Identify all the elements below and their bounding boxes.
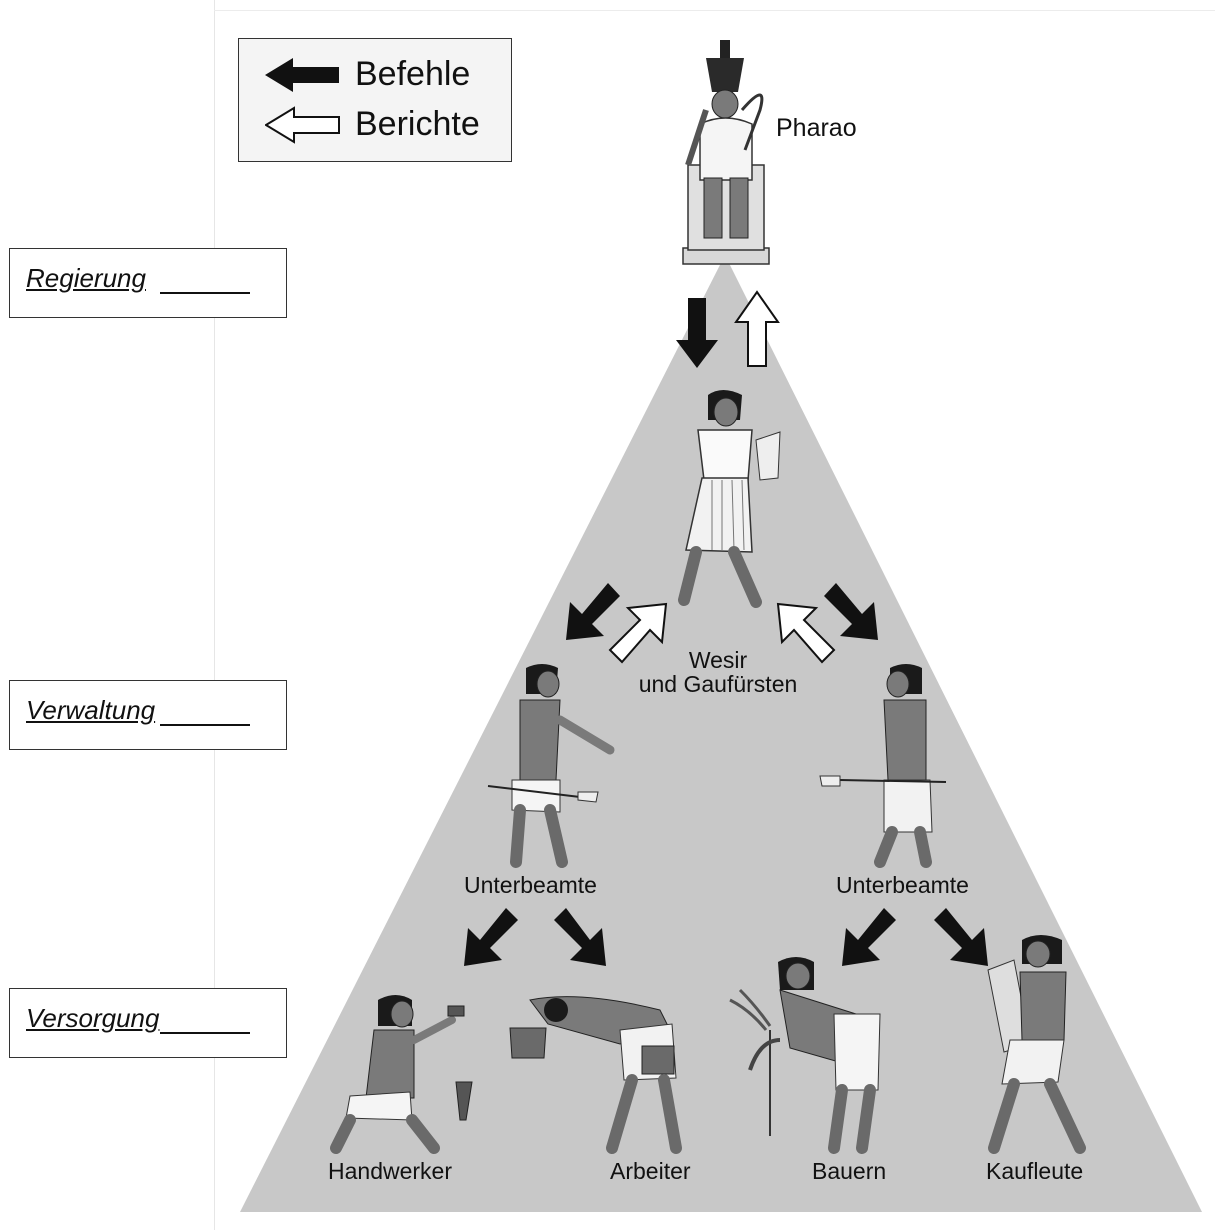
- legend-reports-label: Berichte: [355, 105, 480, 143]
- answer-line: [160, 724, 250, 726]
- arbeiter-figure: [509, 996, 682, 1154]
- answer-line: [160, 292, 250, 294]
- handwerker-figure: [330, 995, 473, 1154]
- report-arrow-left-wesir: [608, 602, 668, 664]
- legend-row-reports: Berichte: [265, 105, 480, 144]
- level-label-verwaltung: Verwaltung: [26, 695, 156, 725]
- command-arrow-to-handwerker: [464, 908, 518, 966]
- pharao-figure: [682, 40, 770, 265]
- label-wesir: Wesir und Gaufürsten: [630, 648, 806, 696]
- unterbeamter-right-figure: [819, 664, 947, 868]
- label-wesir-line2: und Gaufürsten: [638, 671, 798, 697]
- label-arbeiter: Arbeiter: [610, 1158, 691, 1184]
- level-label-regierung: Regierung: [26, 263, 146, 293]
- legend-box: Befehle Berichte: [238, 38, 512, 162]
- label-bauern: Bauern: [812, 1158, 887, 1184]
- label-unterbeamte-left: Unterbeamte: [464, 872, 597, 898]
- level-box-regierung: Regierung: [9, 248, 287, 318]
- command-arrow-wesir-right: [824, 583, 878, 640]
- unterbeamter-left-figure: [487, 664, 615, 868]
- legend-row-commands: Befehle: [265, 55, 470, 94]
- command-arrow-pharao-wesir: [676, 298, 718, 368]
- label-handwerker: Handwerker: [328, 1158, 452, 1184]
- command-arrow-wesir-left: [566, 583, 620, 640]
- level-box-versorgung: Versorgung: [9, 988, 287, 1058]
- label-pharao: Pharao: [776, 114, 857, 142]
- label-unterbeamte-right: Unterbeamte: [836, 872, 969, 898]
- command-arrow-to-kaufleute: [934, 908, 988, 966]
- label-kaufleute: Kaufleute: [986, 1158, 1084, 1184]
- pyramid-background: [240, 255, 1202, 1212]
- page-border-top: [214, 10, 1215, 11]
- level-label-versorgung: Versorgung: [26, 1003, 160, 1033]
- white-arrow-icon: [265, 105, 340, 144]
- report-arrow-right-wesir: [776, 602, 836, 664]
- report-arrow-wesir-pharao: [734, 290, 780, 367]
- level-box-verwaltung: Verwaltung: [9, 680, 287, 750]
- wesir-figure: [678, 390, 781, 608]
- kaufleute-figure: [987, 935, 1086, 1154]
- label-wesir-line1: Wesir: [688, 647, 748, 673]
- legend-commands-label: Befehle: [355, 55, 471, 93]
- bauern-figure: [729, 957, 881, 1154]
- command-arrow-to-bauern: [842, 908, 896, 966]
- black-arrow-icon: [265, 57, 339, 92]
- page-border-left: [214, 0, 215, 1230]
- command-arrow-to-arbeiter: [554, 908, 606, 966]
- answer-line: [160, 1032, 250, 1034]
